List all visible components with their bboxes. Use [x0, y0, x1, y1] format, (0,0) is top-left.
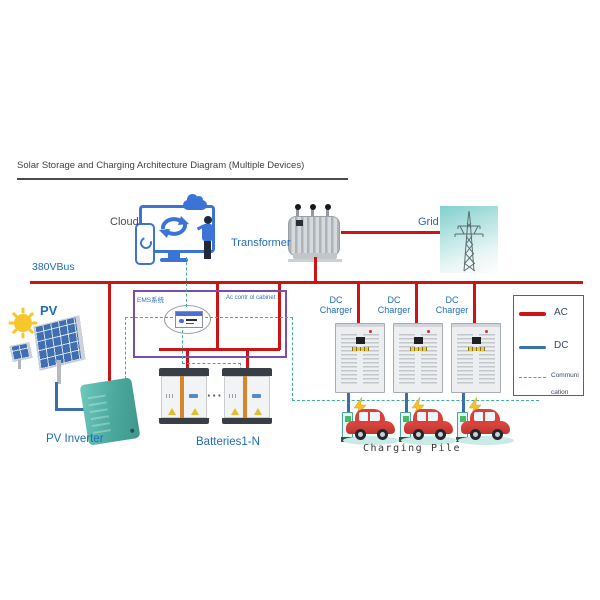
- dc-line-charger-3: [462, 393, 465, 415]
- legend-dc-label: DC: [554, 340, 569, 351]
- solar-panel-pole: [57, 360, 61, 384]
- dc-line-charger-1: [347, 393, 350, 415]
- charging-label: Charging: [363, 443, 424, 454]
- page-title: Solar Storage and Charging Architecture …: [17, 160, 305, 171]
- comm-line-batteries-h: [182, 363, 241, 364]
- ac-line-bus-pvinverter: [108, 283, 111, 390]
- ac-control-cabinet-box: [133, 290, 287, 358]
- ev-car-icon-1: [343, 408, 399, 446]
- pv-label: PV: [40, 303, 58, 318]
- ac-line-transformer-grid: [341, 231, 440, 234]
- phone-sync-icon: [138, 235, 154, 251]
- ac-line-charger-2: [415, 283, 418, 325]
- sun-icon: [8, 307, 38, 339]
- charger-cabinet-3: [451, 323, 501, 393]
- legend-comm-line: [519, 377, 546, 378]
- dc-charger-label-1-line2: Charger: [319, 305, 353, 315]
- cloud-label: Cloud: [110, 216, 139, 228]
- comm-trunk-line: [125, 317, 293, 318]
- comm-line-chargers-v: [292, 317, 293, 401]
- ac-line-transformer-bus: [314, 257, 317, 283]
- sync-arrows-icon: [159, 216, 189, 238]
- ac-collector-line: [159, 348, 280, 351]
- comm-line-ems-down: [182, 330, 183, 364]
- battery-ellipsis: ···: [207, 388, 223, 403]
- battery-cabinet-1: [159, 368, 209, 428]
- ev-car-icon-3: [458, 408, 514, 446]
- transmission-tower-icon: [454, 210, 484, 272]
- dc-line-charger-2: [405, 393, 408, 415]
- pv-inverter-label: PV Inverter: [46, 433, 104, 445]
- ac-cabinet-label: Ac contr ol cabinet: [226, 295, 276, 301]
- lightning-icon-2: [411, 397, 425, 417]
- grid-photo: [440, 206, 498, 273]
- dc-charger-label-3: DC Charger: [429, 295, 475, 315]
- pile-label: Pile: [431, 443, 462, 454]
- battery-cabinet-2: [222, 368, 272, 428]
- ac-line-charger-3: [473, 283, 476, 325]
- ac-line-bus-cabinet-1: [216, 283, 219, 350]
- comm-line-pvinverter: [125, 317, 126, 399]
- dc-charger-label-3-line2: Charger: [435, 305, 469, 315]
- charger-cabinet-2: [393, 323, 443, 393]
- grid-label: Grid: [418, 216, 439, 228]
- comm-line-cloud-ems: [186, 257, 187, 307]
- monitor-base: [160, 258, 188, 262]
- charger-cabinet-1: [335, 323, 385, 393]
- phone-icon: [135, 223, 155, 265]
- dc-charger-label-3-line1: DC: [445, 295, 459, 305]
- legend-box: AC DC Communication: [513, 295, 584, 396]
- lightning-icon-3: [468, 397, 482, 417]
- dc-charger-label-2-line2: Charger: [377, 305, 411, 315]
- legend-comm-label: Communication: [551, 372, 579, 396]
- dc-charger-label-1: DC Charger: [313, 295, 359, 315]
- lightning-icon-1: [353, 397, 367, 417]
- dc-line-pv-vertical: [55, 382, 58, 410]
- title-underline: [17, 178, 348, 180]
- monitor-stand: [168, 250, 180, 258]
- cloud-icon: [183, 194, 207, 210]
- transformer-label: Transformer: [231, 237, 291, 249]
- ems-screen-icon: [175, 311, 203, 328]
- ac-line-battery-2: [246, 350, 249, 370]
- legend-ac-line: [519, 312, 546, 316]
- solar-panel-small-icon: [9, 342, 33, 362]
- comm-line-chargers-h: [292, 400, 539, 401]
- dc-charger-label-2-line1: DC: [387, 295, 401, 305]
- comm-line-battery-2: [240, 363, 241, 370]
- dc-charger-label-2: DC Charger: [371, 295, 417, 315]
- batteries-label: Batteries1-N: [196, 436, 260, 448]
- person-icon: [196, 214, 217, 262]
- ac-bus-line: [30, 281, 583, 284]
- ac-line-charger-1: [357, 283, 360, 325]
- solar-panel-small-pole: [18, 360, 21, 369]
- ac-line-bus-cabinet-2: [278, 283, 281, 350]
- legend-ac-label: AC: [554, 307, 568, 318]
- ev-car-icon-2: [401, 408, 457, 446]
- ems-label: EMS系统: [137, 297, 165, 304]
- dc-line-pv-horizontal: [55, 408, 88, 411]
- legend-dc-line: [519, 346, 546, 349]
- dc-charger-label-1-line1: DC: [329, 295, 343, 305]
- ac-line-battery-1: [186, 350, 189, 370]
- bus-label: 380VBus: [32, 261, 75, 273]
